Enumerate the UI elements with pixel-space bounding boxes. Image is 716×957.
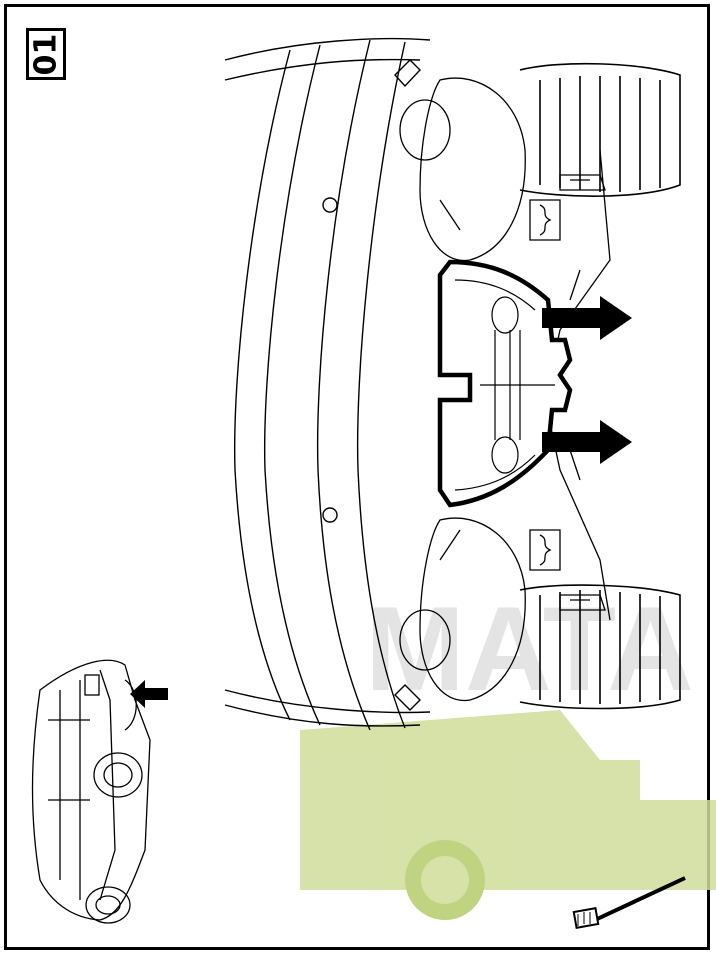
- step-number-box: 01: [26, 28, 66, 80]
- underbody-shield: [437, 259, 573, 508]
- arrow-left-icon: [130, 680, 168, 708]
- tool-icon: [572, 876, 686, 929]
- suspension-assembly: [399, 77, 611, 702]
- step-number: 01: [28, 33, 64, 75]
- car-thumbnail: [31, 659, 151, 924]
- wheel-top: [519, 62, 681, 197]
- arrow-right-icon: [542, 296, 632, 464]
- front-bumper: [224, 37, 431, 731]
- wheel-bottom: [519, 584, 681, 710]
- sheet-frame: [4, 4, 710, 950]
- watermark-text: MATA: [365, 582, 694, 716]
- watermark-logo: MATA: [300, 582, 716, 920]
